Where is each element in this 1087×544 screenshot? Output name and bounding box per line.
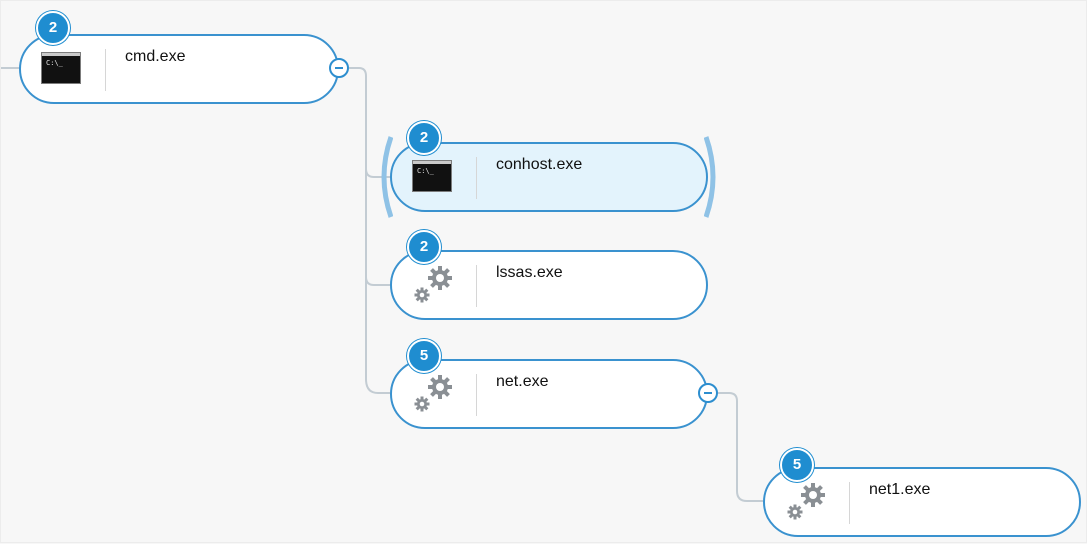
gears-icon (412, 264, 454, 303)
node-divider (105, 49, 106, 91)
process-name-label: lssas.exe (496, 264, 563, 281)
process-node-lssas[interactable]: lssas.exe (390, 250, 708, 320)
collapse-button-net[interactable] (698, 383, 718, 403)
node-divider (476, 374, 477, 416)
process-node-net[interactable]: net.exe (390, 359, 708, 429)
console-prompt-text: C:\_ (46, 59, 63, 67)
console-icon: C:\_ (41, 52, 83, 88)
connector-cmd-to-net (365, 378, 390, 394)
connector-cmd-to-lssas (365, 276, 390, 286)
process-count-badge: 2 (36, 11, 70, 45)
node-divider (849, 482, 850, 524)
process-count-badge: 5 (780, 448, 814, 482)
process-count-badge: 2 (407, 230, 441, 264)
node-divider (476, 157, 477, 199)
connector-cmd-trunk (349, 67, 367, 379)
process-name-label: conhost.exe (496, 156, 583, 173)
selection-arc-left (381, 136, 393, 218)
process-name-label: net.exe (496, 373, 549, 390)
gears-icon (412, 373, 454, 412)
process-node-net1[interactable]: net1.exe (763, 467, 1081, 537)
process-count-badge: 5 (407, 339, 441, 373)
gears-icon (785, 481, 827, 520)
console-icon: C:\_ (412, 160, 454, 196)
process-count-badge: 2 (407, 121, 441, 155)
connector-net-to-net1 (718, 392, 763, 502)
process-node-cmd[interactable]: C:\_ cmd.exe (19, 34, 339, 104)
collapse-button-cmd[interactable] (329, 58, 349, 78)
process-name-label: cmd.exe (125, 48, 186, 65)
process-name-label: net1.exe (869, 481, 931, 498)
node-divider (476, 265, 477, 307)
selection-arc-right (704, 136, 716, 218)
process-node-conhost[interactable]: C:\_ conhost.exe (390, 142, 708, 212)
console-prompt-text: C:\_ (417, 167, 434, 175)
